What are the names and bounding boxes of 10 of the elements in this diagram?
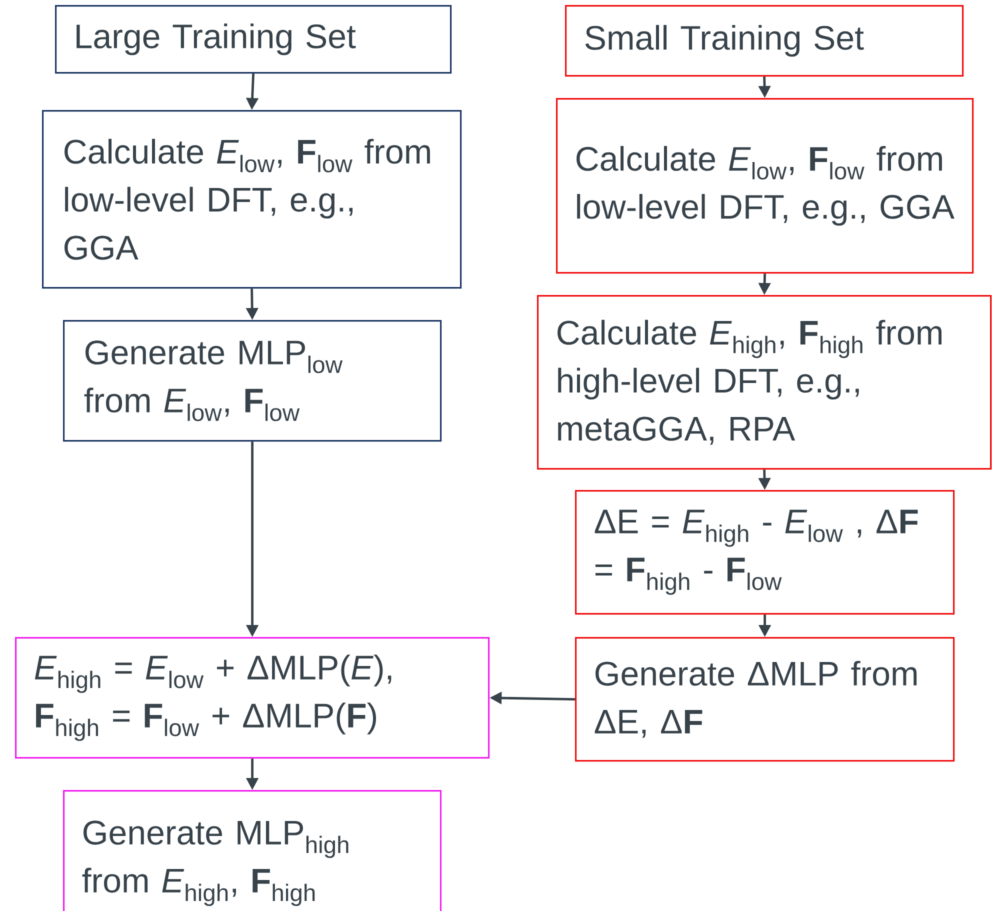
process-box: Calculate E$_{low}$, F$_{low}$ from low-level DFT, e.g., GGA xyxy=(42,110,462,289)
process-box: Generate MLP$_{low}$ from E$_{low}$, F$_{low}$ xyxy=(63,320,442,442)
process-box: Small Training Set xyxy=(565,5,964,77)
process-box: Calculate E$_{low}$, F$_{low}$ from low-level DFT, e.g., GGA xyxy=(556,98,974,274)
process-box: Large Training Set xyxy=(55,5,452,74)
process-box: ΔE = E$_{high}$ - E$_{low}$ , ΔF = F$_{high}$ - F$_{low}$ xyxy=(575,490,955,615)
process-box: Generate MLP$_{high}$ from E$_{high}$, F$_{high}$ xyxy=(63,790,442,911)
process-box: E$_{high}$ = E$_{low}$ + ΔMLP(E), F$_{high}$ = F$_{low}$ + ΔMLP(F) xyxy=(15,637,490,759)
process-box: Calculate E$_{high}$, F$_{high}$ from high-level DFT, e.g., metaGGA, RPA xyxy=(537,295,992,470)
process-box: Generate ΔMLP from ΔE, ΔF xyxy=(575,637,955,762)
